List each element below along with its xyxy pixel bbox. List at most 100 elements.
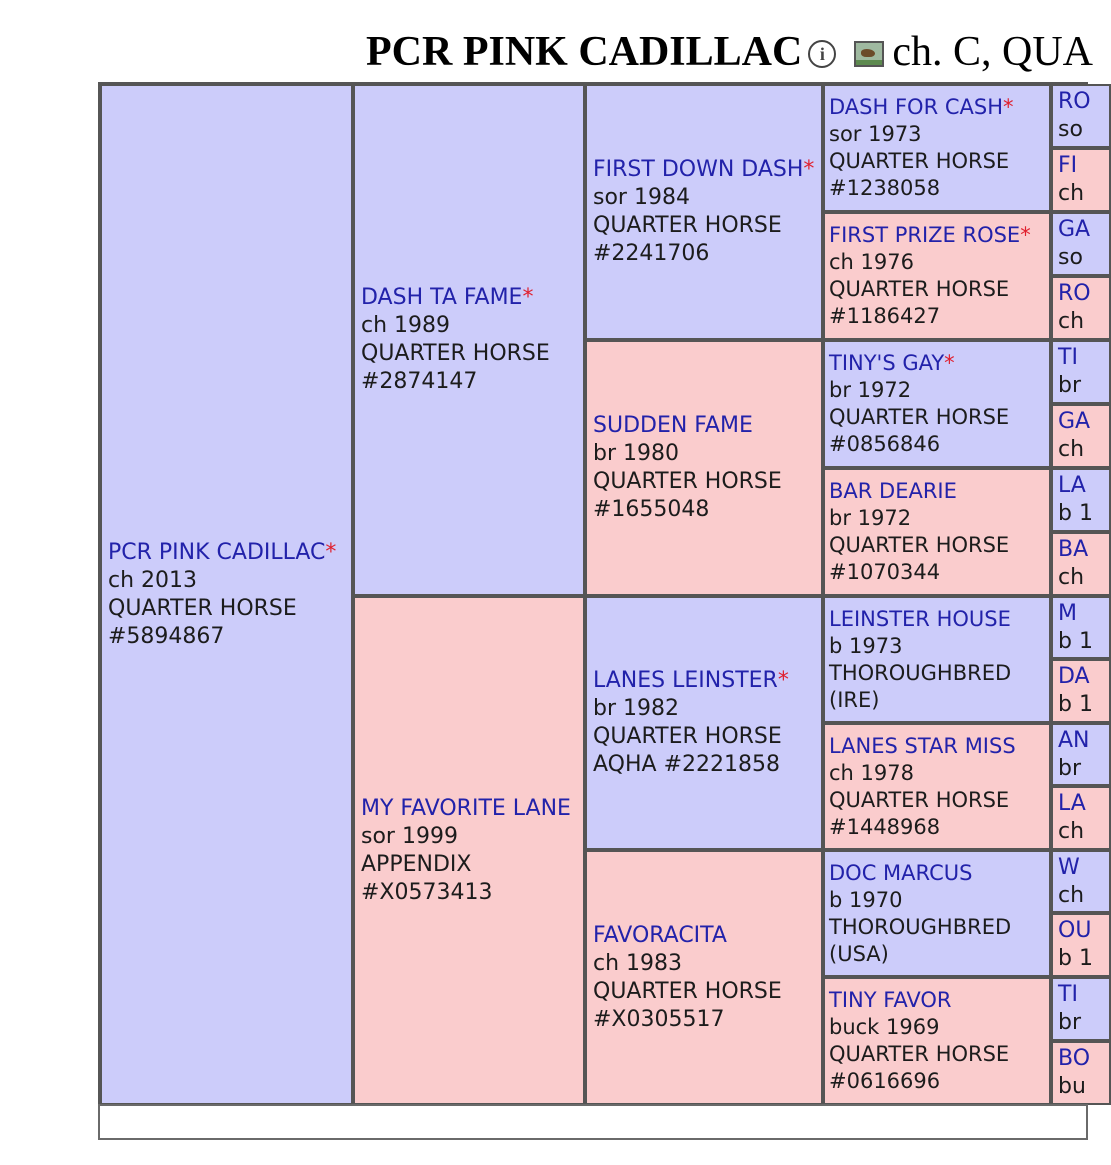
pedigree-gen3-cell: DOC MARCUS b 1970 THOROUGHBRED (USA) bbox=[823, 850, 1051, 977]
pedigree-gen3-cell: FIRST PRIZE ROSE* ch 1976 QUARTER HORSE … bbox=[823, 212, 1051, 340]
title-horse-name: PCR PINK CADILLAC bbox=[366, 29, 803, 75]
horse-name-link[interactable]: PCR PINK CADILLAC bbox=[108, 539, 326, 565]
horse-name-link[interactable]: OU bbox=[1058, 918, 1092, 943]
breed: QUARTER HORSE bbox=[829, 405, 1010, 429]
color-year: sor 1984 bbox=[593, 185, 690, 210]
pedigree-gen4-cell: M b 1 bbox=[1051, 596, 1111, 659]
registration: #0616696 bbox=[829, 1069, 941, 1093]
pedigree-gen4-cell: BA ch bbox=[1051, 532, 1111, 596]
breed: QUARTER HORSE bbox=[108, 595, 297, 621]
horse-name-link[interactable]: GA bbox=[1058, 409, 1091, 434]
star-marker: * bbox=[522, 285, 534, 310]
pedigree-gen4-cell: DA b 1 bbox=[1051, 659, 1111, 723]
registration: #X0305517 bbox=[593, 1006, 725, 1032]
color-year: sor 1999 bbox=[361, 823, 458, 849]
horse-name-link[interactable]: BAR DEARIE bbox=[829, 479, 957, 503]
horse-name-link[interactable]: FIRST PRIZE ROSE bbox=[829, 223, 1021, 247]
registration: #5894867 bbox=[108, 623, 225, 649]
registration: #1655048 bbox=[593, 497, 710, 522]
horse-name-link[interactable]: TI bbox=[1058, 982, 1078, 1007]
horse-name-link[interactable]: AN bbox=[1058, 727, 1090, 753]
horse-name-link[interactable]: DASH TA FAME bbox=[361, 285, 523, 310]
color-year: ch 2013 bbox=[108, 567, 198, 593]
pedigree-gen3-cell: DASH FOR CASH* sor 1973 QUARTER HORSE #1… bbox=[823, 84, 1051, 212]
color-year: sor 1973 bbox=[829, 122, 922, 146]
registration: #2874147 bbox=[361, 369, 478, 394]
horse-name-link[interactable]: LA bbox=[1058, 791, 1086, 816]
registration: #1070344 bbox=[829, 560, 941, 584]
color-year: ch bbox=[1058, 819, 1085, 844]
horse-name-link[interactable]: LA bbox=[1058, 473, 1086, 498]
horse-name-link[interactable]: MY FAVORITE LANE bbox=[361, 795, 571, 821]
breed: THOROUGHBRED bbox=[829, 660, 1012, 685]
registration: #1238058 bbox=[829, 176, 941, 200]
color-year: br bbox=[1058, 1010, 1082, 1035]
registration: #0856846 bbox=[829, 432, 941, 456]
pedigree-dam: MY FAVORITE LANE sor 1999 APPENDIX #X057… bbox=[353, 596, 585, 1105]
color-year: br bbox=[1058, 373, 1082, 398]
breed: APPENDIX bbox=[361, 851, 472, 877]
star-marker: * bbox=[325, 539, 337, 565]
pedigree-gen3-cell: LANES STAR MISS ch 1978 QUARTER HORSE #1… bbox=[823, 723, 1051, 850]
horse-name-link[interactable]: TINY'S GAY bbox=[829, 351, 945, 375]
color-year: b 1973 bbox=[829, 633, 903, 658]
photo-icon[interactable] bbox=[854, 41, 885, 67]
pedigree-gen4-cell: LA ch bbox=[1051, 786, 1111, 850]
color-year: br 1972 bbox=[829, 506, 912, 530]
horse-name-link[interactable]: LANES LEINSTER bbox=[593, 668, 778, 693]
horse-name-link[interactable]: BA bbox=[1058, 537, 1089, 562]
breed: QUARTER HORSE bbox=[593, 213, 782, 238]
pedigree-gen2-cell: FIRST DOWN DASH* sor 1984 QUARTER HORSE … bbox=[585, 84, 823, 340]
horse-name-link[interactable]: DOC MARCUS bbox=[829, 860, 973, 885]
pedigree-gen3-cell: TINY FAVOR buck 1969 QUARTER HORSE #0616… bbox=[823, 977, 1051, 1105]
horse-name-link[interactable]: LANES STAR MISS bbox=[829, 733, 1016, 758]
star-marker: * bbox=[803, 157, 815, 182]
breed: QUARTER HORSE bbox=[829, 533, 1010, 557]
pedigree-gen4-cell: GA so bbox=[1051, 212, 1111, 276]
horse-name-link[interactable]: DASH FOR CASH bbox=[829, 95, 1003, 119]
pedigree-gen4-cell: AN br bbox=[1051, 723, 1111, 786]
breed: THOROUGHBRED bbox=[829, 914, 1012, 939]
horse-name-link[interactable]: M bbox=[1058, 600, 1077, 626]
pedigree-gen2-cell: SUDDEN FAME br 1980 QUARTER HORSE #16550… bbox=[585, 340, 823, 596]
breed: QUARTER HORSE bbox=[361, 341, 550, 366]
registration: (USA) bbox=[829, 941, 889, 966]
color-year: ch bbox=[1058, 309, 1085, 334]
horse-name-link[interactable]: GA bbox=[1058, 217, 1091, 242]
pedigree-gen4-cell: LA b 1 bbox=[1051, 468, 1111, 532]
breed: QUARTER HORSE bbox=[829, 787, 1010, 812]
horse-name-link[interactable]: RO bbox=[1058, 281, 1091, 306]
horse-name-link[interactable]: FIRST DOWN DASH bbox=[593, 157, 804, 182]
color-year: b 1 bbox=[1058, 692, 1093, 717]
horse-name-link[interactable]: FI bbox=[1058, 153, 1078, 178]
breed: QUARTER HORSE bbox=[593, 724, 782, 749]
color-year: ch bbox=[1058, 882, 1085, 908]
breed: QUARTER HORSE bbox=[829, 277, 1010, 301]
horse-name-link[interactable]: W bbox=[1058, 854, 1080, 880]
star-marker: * bbox=[1003, 95, 1014, 119]
horse-name-link[interactable]: TINY FAVOR bbox=[829, 988, 952, 1012]
star-marker: * bbox=[1020, 223, 1031, 247]
pedigree-chart: PCR PINK CADILLAC* ch 2013 QUARTER HORSE… bbox=[98, 82, 1111, 1140]
breed: QUARTER HORSE bbox=[829, 149, 1010, 173]
horse-name-link[interactable]: FAVORACITA bbox=[593, 922, 727, 948]
horse-name-link[interactable]: LEINSTER HOUSE bbox=[829, 606, 1011, 631]
registration: (IRE) bbox=[829, 687, 880, 712]
horse-name-link[interactable]: RO bbox=[1058, 89, 1091, 114]
horse-name-link[interactable]: SUDDEN FAME bbox=[593, 413, 753, 438]
horse-name-link[interactable]: TI bbox=[1058, 345, 1078, 370]
horse-name-link[interactable]: DA bbox=[1058, 664, 1090, 689]
star-marker: * bbox=[777, 668, 789, 693]
breed: QUARTER HORSE bbox=[593, 978, 782, 1004]
info-circle-icon[interactable]: i bbox=[808, 40, 837, 68]
pedigree-subject: PCR PINK CADILLAC* ch 2013 QUARTER HORSE… bbox=[100, 84, 353, 1105]
registration: #1186427 bbox=[829, 304, 941, 328]
color-year: so bbox=[1058, 245, 1083, 270]
color-year: ch bbox=[1058, 565, 1085, 590]
color-year: ch bbox=[1058, 181, 1085, 206]
horse-name-link[interactable]: BO bbox=[1058, 1046, 1091, 1071]
pedigree-gen4-cell: GA ch bbox=[1051, 404, 1111, 468]
color-year: b 1 bbox=[1058, 501, 1093, 526]
registration: #1448968 bbox=[829, 814, 941, 839]
